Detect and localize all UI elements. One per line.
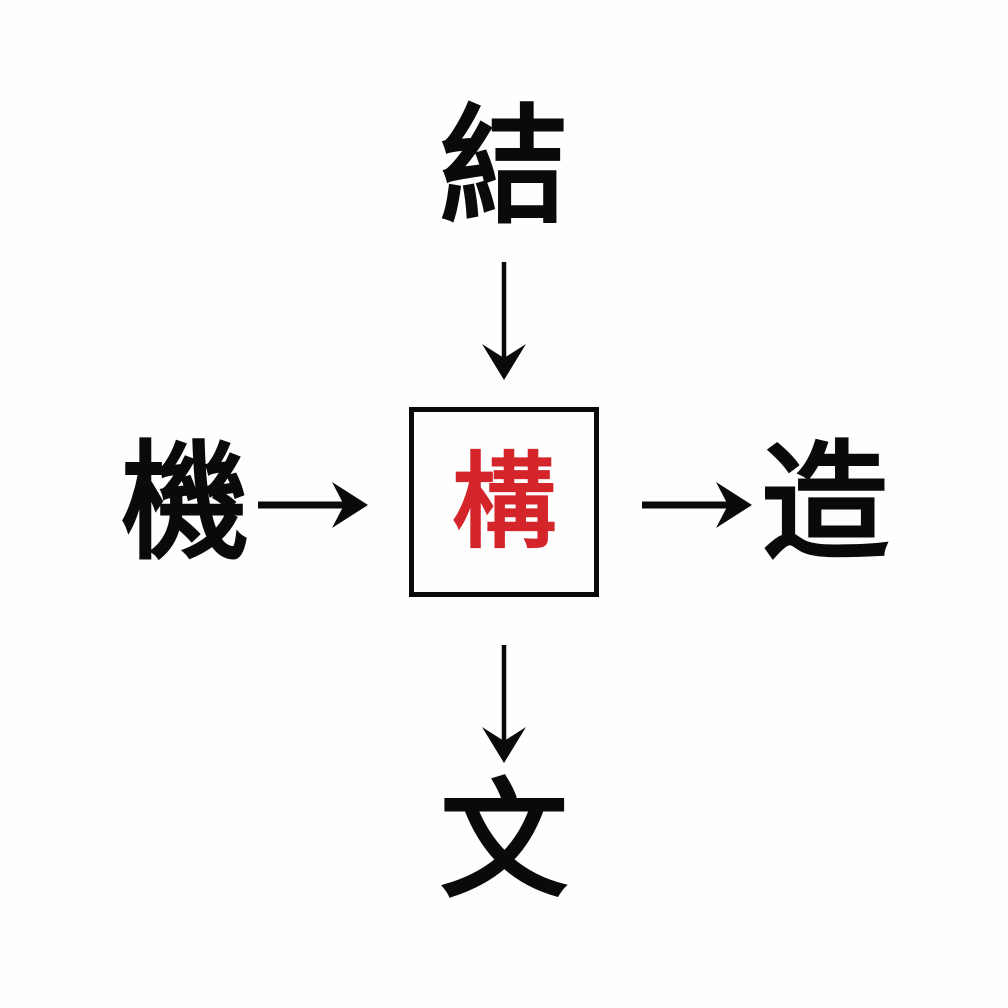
- kanji-node-center-box: 構: [409, 407, 599, 597]
- arrow-down-icon-center-to-bottom: [482, 645, 526, 763]
- kanji-node-bottom: 文: [439, 767, 568, 916]
- kanji-node-center-label: 構: [451, 441, 556, 563]
- arrow-right-icon-left-to-center: [258, 482, 368, 528]
- arrow-down-icon-top-to-center: [482, 262, 526, 380]
- arrow-right-icon-center-to-right: [642, 482, 752, 528]
- kanji-node-right: 造: [760, 429, 889, 578]
- kanji-node-left: 機: [120, 429, 249, 578]
- kanji-node-top: 結: [439, 93, 568, 242]
